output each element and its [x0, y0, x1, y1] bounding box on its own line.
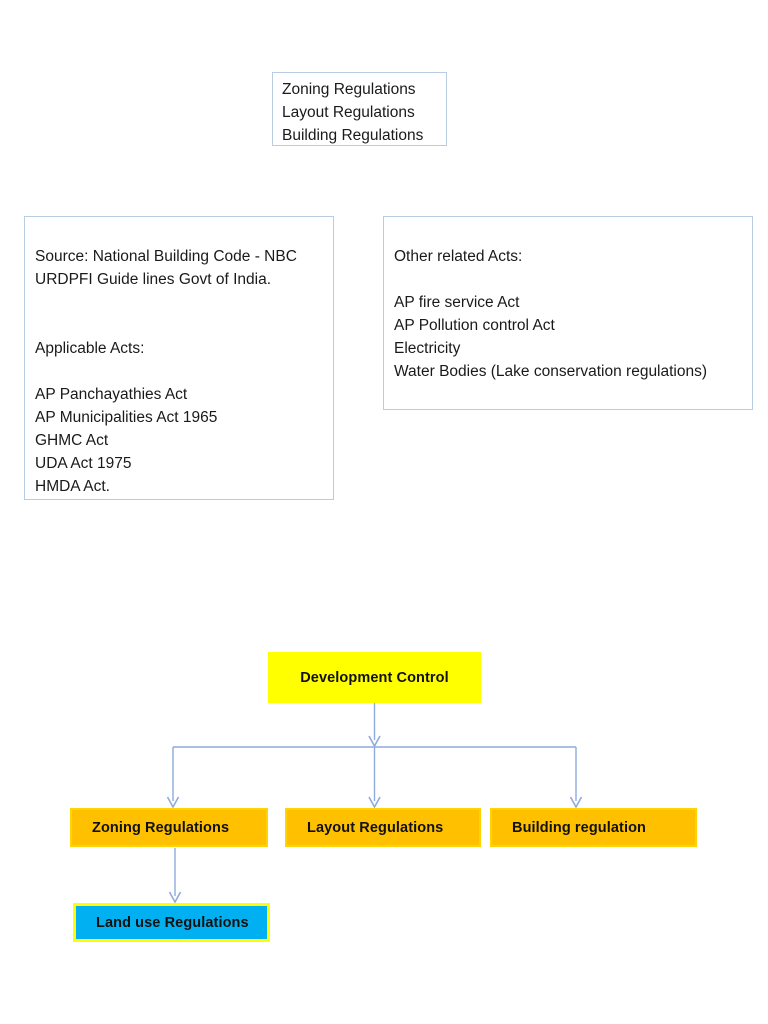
flow-node-label: Building regulation	[512, 819, 646, 836]
text-line: UDA Act 1975	[35, 455, 132, 472]
text-line-blank	[35, 360, 327, 383]
arrowhead-building	[569, 796, 583, 809]
text-line: Zoning Regulations	[282, 81, 416, 98]
other-related-acts-text: Other related Acts: AP fire service Act …	[394, 245, 746, 383]
source-and-applicable-acts-box: Source: National Building Code - NBC URD…	[24, 216, 334, 500]
text-line-blank	[35, 291, 327, 314]
applicable-acts-text: Source: National Building Code - NBC URD…	[35, 245, 327, 498]
text-line: URDPFI Guide lines Govt of India.	[35, 271, 272, 288]
text-line-blank	[394, 268, 746, 291]
text-line: Source: National Building Code - NBC	[35, 248, 297, 265]
flow-node-land-use-regulations[interactable]: Land use Regulations	[73, 903, 270, 942]
flow-node-development-control[interactable]: Development Control	[268, 652, 481, 703]
other-related-acts-box: Other related Acts: AP fire service Act …	[383, 216, 753, 410]
text-line: HMDA Act.	[35, 478, 110, 495]
text-line: Layout Regulations	[282, 104, 415, 121]
text-line: AP Panchayathies Act	[35, 386, 188, 403]
development-control-flowchart: Development Control Zoning Regulations L…	[0, 640, 768, 960]
text-line: AP Municipalities Act 1965	[35, 409, 218, 426]
flow-node-label: Land use Regulations	[96, 914, 249, 931]
flow-node-label: Zoning Regulations	[92, 819, 230, 836]
flow-node-label: Development Control	[300, 669, 449, 686]
text-line: AP fire service Act	[394, 294, 520, 311]
flow-node-layout-regulations[interactable]: Layout Regulations	[285, 808, 481, 847]
text-line: Applicable Acts:	[35, 340, 145, 357]
text-line: Other related Acts:	[394, 248, 523, 265]
regulations-list-text: Zoning Regulations Layout Regulations Bu…	[282, 78, 440, 147]
flow-node-building-regulation[interactable]: Building regulation	[490, 808, 697, 847]
text-line: GHMC Act	[35, 432, 109, 449]
text-line: Water Bodies (Lake conservation regulati…	[394, 363, 708, 380]
flow-node-zoning-regulations[interactable]: Zoning Regulations	[70, 808, 268, 847]
arrowhead-trunk	[368, 735, 381, 748]
regulations-list-box: Zoning Regulations Layout Regulations Bu…	[272, 72, 447, 146]
text-line: AP Pollution control Act	[394, 317, 555, 334]
text-line-blank	[35, 314, 327, 337]
text-line: Building Regulations	[282, 127, 424, 144]
arrowhead-landuse	[168, 891, 182, 904]
arrowhead-layout	[368, 796, 381, 809]
flow-node-label: Layout Regulations	[307, 819, 444, 836]
arrowhead-zoning	[166, 796, 180, 809]
text-line: Electricity	[394, 340, 461, 357]
